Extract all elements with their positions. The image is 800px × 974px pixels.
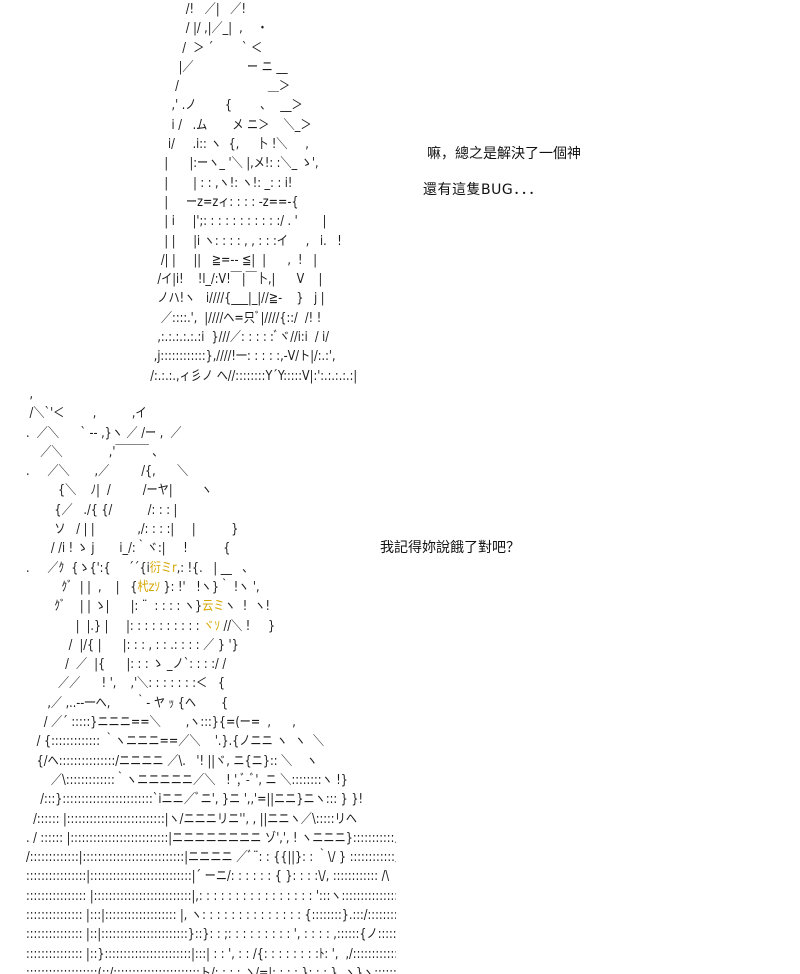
- highlight-mark: 云ミ: [202, 599, 225, 615]
- highlight-mark: 杙zｿ: [137, 579, 160, 595]
- top-ascii-art-frame: /! ／| ／! / |/ ,|／_| , ・ / ＞ ´ ` ＜ |／ ー ニ…: [136, 0, 426, 385]
- bottom-dialogue-line-1: 我記得妳說餓了對吧？: [380, 540, 520, 556]
- top-panel: /! ／| ／! / |/ ,|／_| , ・ / ＞ ´ ` ＜ |／ ー ニ…: [0, 0, 800, 385]
- bottom-panel: , /＼`'＜ , ,イ . ／＼ ` -- ,}ヽ ／ /ー , ／ ／＼ ,…: [0, 385, 800, 974]
- highlight-mark: ヾｿ: [203, 618, 220, 634]
- bottom-ascii-art: , /＼`'＜ , ,イ . ／＼ ` -- ,}ヽ ／ /ー , ／ ／＼ ,…: [26, 387, 396, 974]
- highlight-mark: 衍ミr: [149, 560, 177, 576]
- top-ascii-art: /! ／| ／! / |/ ,|／_| , ・ / ＞ ´ ` ＜ |／ ー ニ…: [150, 2, 358, 384]
- bottom-ascii-art-frame: , /＼`'＜ , ,イ . ／＼ ` -- ,}ヽ ／ /ー , ／ ／＼ ,…: [26, 385, 396, 974]
- top-dialogue-line-2: 還有這隻BUG．．．: [423, 182, 543, 198]
- top-dialogue-line-1: 嘛，總之是解決了一個神: [427, 146, 581, 162]
